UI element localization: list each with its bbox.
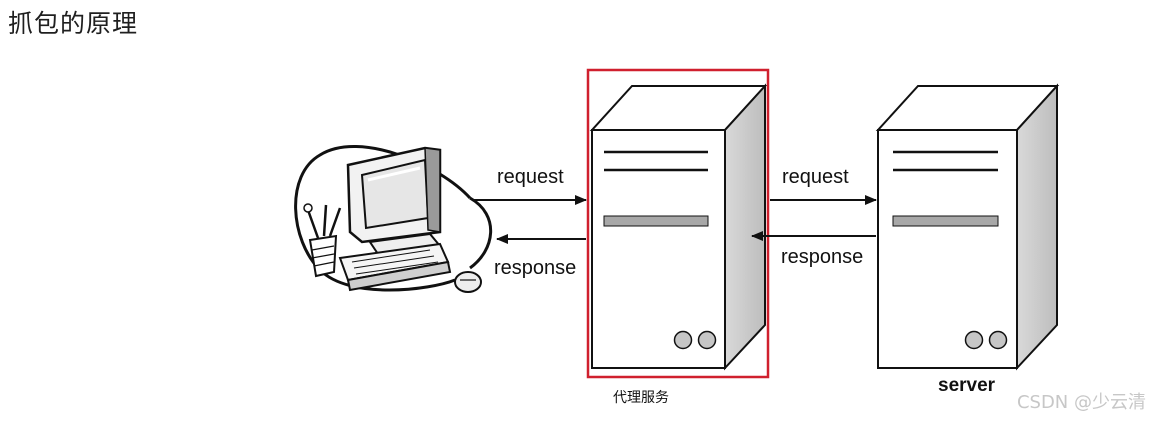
left-request-label: request	[497, 166, 564, 188]
server-icon	[875, 83, 1060, 371]
right-request-label: request	[782, 166, 849, 188]
proxy-server-icon	[589, 83, 768, 371]
watermark: CSDN @少云清	[1016, 392, 1146, 413]
proxy-highlight-box	[586, 68, 770, 379]
client-computer-icon	[294, 145, 493, 293]
page-title: 抓包的原理	[8, 9, 139, 38]
proxy-label: 代理服务	[613, 390, 669, 406]
left-response-label: response	[494, 257, 576, 279]
right-response-label: response	[781, 246, 863, 268]
server-label: server	[938, 375, 996, 396]
